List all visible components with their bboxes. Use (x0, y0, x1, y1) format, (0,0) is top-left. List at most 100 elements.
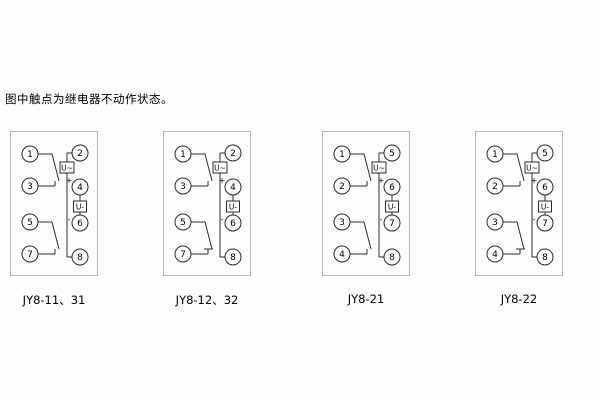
wiring-lines (38, 152, 81, 258)
terminal-circle (333, 177, 351, 195)
terminal-number: 3 (27, 182, 33, 192)
terminal-number: 4 (230, 183, 236, 193)
dc-voltage-element: U- (73, 200, 87, 213)
terminal-circle (486, 245, 504, 263)
diagram-jy8-12-32: U~ U- + - 1 3 5 7 2 4 6 8 JY8-12、32 (163, 131, 251, 308)
ac-voltage-label: U~ (214, 164, 226, 173)
dc-voltage-label: U- (229, 203, 237, 212)
terminal-number: 3 (180, 182, 186, 192)
dc-voltage-label: U- (541, 203, 549, 212)
terminal-circle (224, 144, 242, 162)
terminal-number: 8 (542, 253, 548, 263)
model-label: JY8-12、32 (175, 293, 239, 307)
terminal-number: 6 (389, 183, 395, 193)
polarity-minus-label: - (221, 215, 224, 224)
diagram-jy8-11-31: U~ U- + - 1 3 5 7 2 4 6 8 JY8-11、31 (10, 131, 98, 308)
terminal-number: 7 (389, 219, 395, 229)
terminal-circle (224, 248, 242, 266)
terminal-circle (71, 214, 89, 232)
terminal-number: 2 (339, 182, 345, 192)
state-note: 图中触点为继电器不动作状态。 (5, 92, 173, 106)
terminal-number: 1 (27, 150, 33, 160)
terminal-number: 8 (77, 253, 83, 263)
terminal-number: 7 (180, 250, 186, 260)
terminal-circle (21, 245, 39, 263)
terminal-number: 1 (339, 150, 345, 160)
model-label: JY8-21 (347, 292, 385, 306)
ac-voltage-label: U~ (373, 164, 385, 173)
terminal-circle (224, 178, 242, 196)
diagram-jy8-21: U~ U- + - 1 2 3 4 5 6 7 8 JY8-21 (322, 131, 410, 306)
dc-voltage-element: U- (385, 200, 399, 213)
diagram-frame (322, 131, 410, 276)
terminal-circle (224, 214, 242, 232)
dc-voltage-element: U- (538, 200, 552, 213)
terminal-number: 7 (542, 219, 548, 229)
terminal-circle (71, 144, 89, 162)
ac-voltage-element: U~ (212, 161, 228, 174)
dc-voltage-element: U- (226, 200, 240, 213)
terminal-circle (71, 248, 89, 266)
terminal-number: 5 (542, 149, 548, 159)
polarity-plus-label: + (378, 176, 384, 185)
terminal-number: 4 (492, 250, 498, 260)
relay-terminal-schematic: U~ U- + - 1 3 5 7 2 4 6 8 (10, 131, 98, 276)
terminal-circle (383, 214, 401, 232)
terminal-number: 5 (27, 218, 33, 228)
terminal-circle (383, 178, 401, 196)
ac-voltage-element: U~ (371, 161, 387, 174)
terminal-circle (333, 213, 351, 231)
terminals: 1 3 5 7 2 4 6 8 (174, 144, 242, 266)
polarity-minus-label: - (533, 215, 536, 224)
terminal-number: 6 (77, 219, 83, 229)
relay-terminal-schematic: U~ U- + - 1 2 3 4 5 6 7 8 (322, 131, 410, 276)
terminal-circle (21, 177, 39, 195)
ac-voltage-label: U~ (61, 164, 73, 173)
terminal-number: 7 (27, 250, 33, 260)
terminal-number: 8 (230, 253, 236, 263)
terminal-number: 6 (542, 183, 548, 193)
model-label: JY8-11、31 (22, 293, 86, 307)
terminal-circle (71, 178, 89, 196)
terminal-number: 4 (339, 250, 345, 260)
terminal-circle (174, 213, 192, 231)
terminal-circle (174, 177, 192, 195)
terminal-number: 6 (230, 219, 236, 229)
polarity-plus-label: + (531, 176, 537, 185)
terminal-number: 5 (180, 218, 186, 228)
terminal-circle (174, 145, 192, 163)
terminal-number: 3 (492, 218, 498, 228)
wiring-lines (191, 152, 234, 258)
terminal-circle (174, 245, 192, 263)
terminal-circle (383, 248, 401, 266)
terminal-number: 2 (492, 182, 498, 192)
polarity-minus-label: - (68, 215, 71, 224)
terminal-number: 2 (77, 149, 83, 159)
ac-voltage-label: U~ (526, 164, 538, 173)
dc-voltage-label: U- (76, 203, 84, 212)
terminal-number: 1 (180, 150, 186, 160)
terminal-circle (536, 214, 554, 232)
terminal-circle (536, 178, 554, 196)
model-label: JY8-22 (500, 292, 538, 306)
terminal-number: 1 (492, 150, 498, 160)
terminal-circle (486, 145, 504, 163)
terminals: 1 3 5 7 2 4 6 8 (21, 144, 89, 266)
terminal-circle (486, 177, 504, 195)
relay-terminal-schematic: U~ U- + - 1 2 3 4 5 6 7 8 (475, 131, 563, 276)
terminal-number: 5 (389, 149, 395, 159)
terminals: 1 2 3 4 5 6 7 8 (333, 144, 401, 266)
diagram-jy8-22: U~ U- + - 1 2 3 4 5 6 7 8 JY8-22 (475, 131, 563, 306)
ac-voltage-element: U~ (59, 161, 75, 174)
terminal-circle (21, 213, 39, 231)
terminal-number: 2 (230, 149, 236, 159)
terminal-number: 4 (77, 183, 83, 193)
terminal-circle (486, 213, 504, 231)
ac-voltage-element: U~ (524, 161, 540, 174)
terminal-circle (536, 144, 554, 162)
polarity-plus-label: + (66, 176, 72, 185)
terminal-number: 3 (339, 218, 345, 228)
wiring-lines (350, 152, 393, 258)
relay-terminal-schematic: U~ U- + - 1 3 5 7 2 4 6 8 (163, 131, 251, 276)
